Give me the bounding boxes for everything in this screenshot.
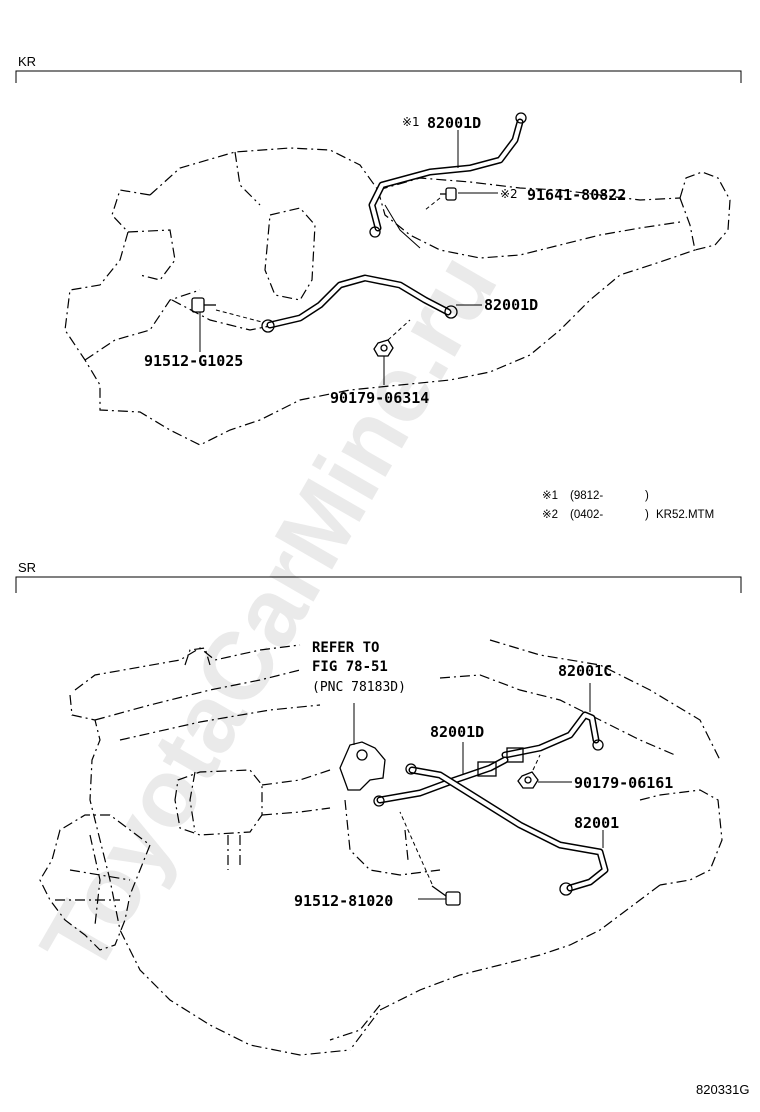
kr-notes: ※1 (9812- ) ※2 (0402- ) KR52.MTM <box>542 490 714 521</box>
watermark: ToyotaCarMine.ru <box>21 236 518 990</box>
kr-bolt-top <box>424 187 457 211</box>
kr-bolt-left-number: 91512-G1025 <box>144 352 243 370</box>
sr-nut <box>517 754 572 789</box>
kr-note2-model: KR52.MTM <box>656 509 714 521</box>
sr-ground-cable-d <box>373 756 509 807</box>
sr-bolt <box>399 811 461 906</box>
section-kr: KR <box>15 54 742 521</box>
kr-ground-cable-mid <box>261 274 458 333</box>
kr-cable-top-mark: ※1 <box>402 115 420 129</box>
kr-note2-text: (0402- <box>570 509 603 521</box>
kr-cable-top-number: 82001D <box>427 114 481 132</box>
sr-nut-number: 90179-06161 <box>574 774 673 792</box>
kr-bolt-left <box>191 297 263 352</box>
kr-note2-close: ) <box>645 509 649 521</box>
kr-note1-text: (9812- <box>570 490 603 502</box>
section-sr-label: SR <box>18 560 36 575</box>
sr-refer-line2: FIG 78-51 <box>312 659 388 675</box>
sr-engine-outline <box>39 639 723 1056</box>
kr-bolt-top-number: 91641-80822 <box>527 186 626 204</box>
kr-bolt-top-mark: ※2 <box>500 187 518 201</box>
kr-nut <box>373 319 411 385</box>
figure-code: 820331G <box>696 1082 750 1097</box>
kr-cable-mid-number: 82001D <box>484 296 538 314</box>
sr-cable-d-number: 82001D <box>430 723 484 741</box>
section-sr: SR <box>15 560 742 1056</box>
sr-bracket <box>339 703 386 791</box>
section-sr-frame <box>15 576 742 593</box>
kr-nut-number: 90179-06314 <box>330 389 429 407</box>
sr-cable-c-number: 82001C <box>558 662 612 680</box>
kr-note2-mark: ※2 <box>542 509 558 521</box>
sr-refer-line1: REFER TO <box>312 640 379 656</box>
section-kr-frame <box>15 70 742 83</box>
sr-bolt-number: 91512-81020 <box>294 892 393 910</box>
kr-ground-cable-top <box>368 112 527 238</box>
sr-cable-number: 82001 <box>574 814 619 832</box>
section-kr-label: KR <box>18 54 36 69</box>
sr-refer-line3: (PNC 78183D) <box>312 680 406 695</box>
kr-note1-close: ) <box>645 490 649 502</box>
sr-ground-cable <box>405 763 609 896</box>
sr-ground-cable-c <box>501 711 604 763</box>
kr-note1-mark: ※1 <box>542 490 558 502</box>
